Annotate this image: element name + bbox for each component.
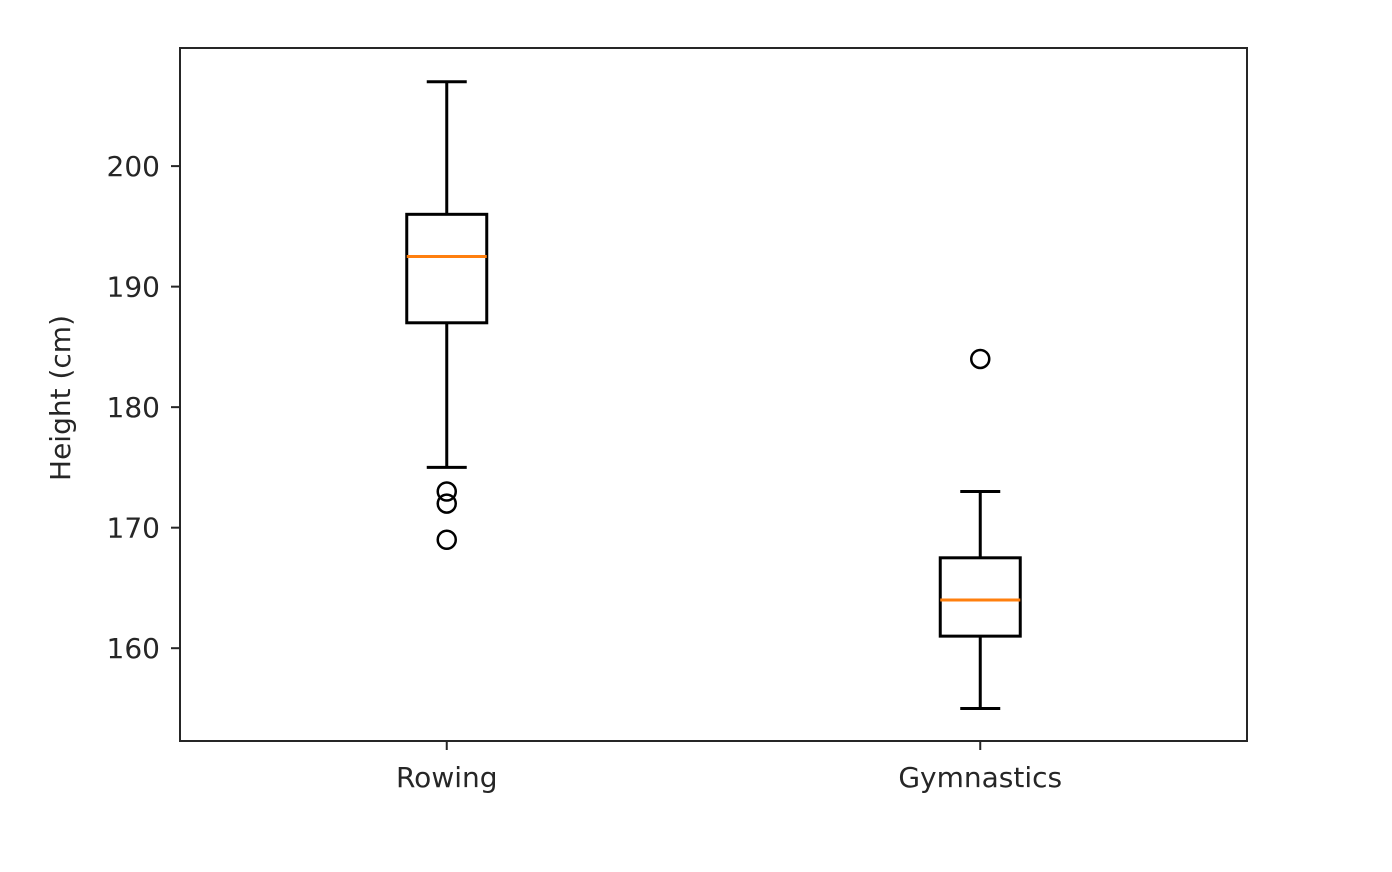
y-tick-label: 200 bbox=[107, 150, 160, 183]
rowing-outlier bbox=[436, 481, 457, 502]
plot-area bbox=[180, 48, 1247, 741]
y-tick-label: 180 bbox=[107, 391, 160, 424]
y-tick-label: 190 bbox=[107, 271, 160, 304]
y-tick-label: 160 bbox=[107, 632, 160, 665]
x-tick-label: Gymnastics bbox=[898, 761, 1062, 794]
rowing-outlier bbox=[436, 529, 457, 550]
rowing-outlier bbox=[436, 493, 457, 514]
rowing-box bbox=[405, 212, 489, 325]
plot-frame bbox=[179, 47, 1248, 742]
y-tick-label: 170 bbox=[107, 512, 160, 545]
chart-axes: Rowing Gymnastics 160 170 180 190 200 bbox=[107, 47, 1248, 794]
x-tick-label: Rowing bbox=[396, 761, 498, 794]
gymnastics-box bbox=[938, 556, 1022, 638]
gymnastics-outlier bbox=[970, 348, 991, 370]
chart-marks bbox=[405, 80, 1022, 710]
y-axis-label: Height (cm) bbox=[44, 315, 77, 481]
